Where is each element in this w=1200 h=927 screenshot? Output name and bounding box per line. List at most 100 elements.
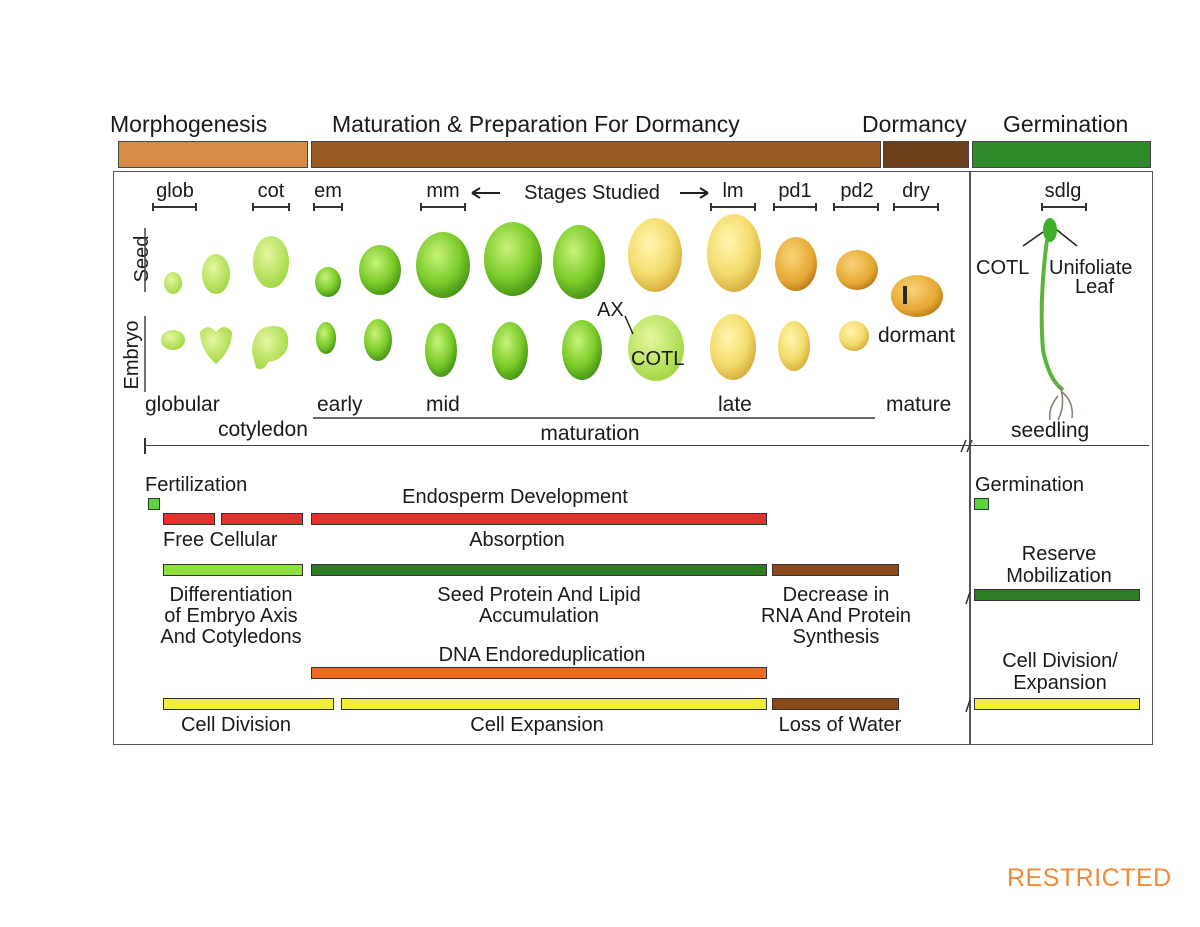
stage-pd1: pd1 <box>778 180 812 202</box>
process-cell-division: Cell Division <box>180 714 292 736</box>
bar-protein-lipid <box>311 564 767 576</box>
bracket-em <box>313 203 343 211</box>
bar-cell-division <box>163 698 334 710</box>
embryo-mid-2 <box>492 322 528 380</box>
phase-bar-morphogenesis <box>118 141 308 168</box>
process-protein-1: Seed Protein And Lipid <box>437 584 641 606</box>
stages-studied: Stages Studied <box>524 182 660 204</box>
label-unifoliate: Unifoliate <box>1049 257 1133 279</box>
bar-reserve-mobilization <box>974 589 1140 601</box>
stage-mm: mm <box>426 180 460 202</box>
phase-bar-dormancy <box>883 141 969 168</box>
process-cde-2: Expansion <box>1013 672 1107 694</box>
timeline-axis <box>145 445 1149 446</box>
seed-pd2 <box>836 250 878 290</box>
bar-loss-water <box>772 698 899 710</box>
bracket-cot <box>252 203 290 211</box>
timeline-cotyledon: cotyledon <box>218 418 308 441</box>
bracket-mm <box>420 203 466 211</box>
process-decrease-1: Decrease in <box>782 584 890 606</box>
seed-glob-2 <box>202 254 230 294</box>
diagram-frame <box>113 171 1153 745</box>
process-diff-2: of Embryo Axis <box>164 605 298 627</box>
embryo-mid-late <box>562 320 602 380</box>
process-endosperm: Endosperm Development <box>402 486 628 508</box>
process-cde-1: Cell Division/ <box>1002 650 1118 672</box>
process-decrease-3: Synthesis <box>792 626 880 648</box>
bar-cell-expansion <box>341 698 767 710</box>
phase-bar-maturation <box>311 141 881 168</box>
seed-lm <box>707 214 761 292</box>
seed-pd1 <box>775 237 817 291</box>
bar-cell-division-expansion <box>974 698 1140 710</box>
process-diff-1: Differentiation <box>169 584 293 606</box>
bar-decrease-synthesis <box>772 564 899 576</box>
seed-mm-2 <box>484 222 542 296</box>
germination-marker <box>974 498 989 510</box>
bracket-lm <box>710 203 756 211</box>
stage-sdlg: sdlg <box>1044 180 1082 202</box>
embryo-early-2 <box>364 319 392 361</box>
process-reserve-2: Mobilization <box>1006 565 1112 587</box>
stage-lm: lm <box>722 180 744 202</box>
seed-glob <box>164 272 182 294</box>
restricted-label: RESTRICTED <box>1007 864 1172 892</box>
stage-glob: glob <box>156 180 194 202</box>
fertilization-marker <box>148 498 160 510</box>
label-cotl: COTL <box>631 348 685 370</box>
seedling-stem <box>1039 239 1065 392</box>
bracket-pd2 <box>833 203 879 211</box>
stage-pd2: pd2 <box>840 180 874 202</box>
seed-cot <box>253 236 289 288</box>
stage-em: em <box>314 180 342 202</box>
embryo-pd1 <box>778 321 810 371</box>
seed-mm <box>416 232 470 298</box>
phase-label-dormancy: Dormancy <box>862 111 967 137</box>
embryo-cotl <box>628 315 684 381</box>
phase-label-maturation: Maturation & Preparation For Dormancy <box>332 111 740 137</box>
bar-absorption <box>311 513 767 525</box>
embryo-early <box>316 322 336 354</box>
panel-divider <box>969 171 971 745</box>
embryo-cot <box>252 326 289 370</box>
bracket-sdlg <box>1041 203 1087 211</box>
process-free-cellular: Free Cellular <box>163 529 278 551</box>
seed-transition <box>628 218 682 292</box>
embryo-mid <box>425 323 457 377</box>
timeline-maturation: maturation <box>540 422 640 445</box>
bar-differentiation <box>163 564 303 576</box>
process-loss-water: Loss of Water <box>778 714 902 736</box>
bar-dna-endoreduplication <box>311 667 767 679</box>
process-absorption: Absorption <box>469 529 565 551</box>
process-cell-expansion: Cell Expansion <box>470 714 604 736</box>
seed-em-2 <box>359 245 401 295</box>
bracket-dry <box>893 203 939 211</box>
embryo-pd2 <box>839 321 869 351</box>
bracket-glob <box>152 203 197 211</box>
timeline-seedling: seedling <box>1011 419 1090 442</box>
process-decrease-2: RNA And Protein <box>760 605 912 627</box>
bar-cellular <box>221 513 303 525</box>
seed-mid-late <box>553 225 605 299</box>
process-protein-2: Accumulation <box>478 605 600 627</box>
phase-label-germination: Germination <box>1003 111 1129 137</box>
embryo-late <box>710 314 756 380</box>
embryo-glob <box>161 330 185 350</box>
bar-free <box>163 513 215 525</box>
stage-cot: cot <box>257 180 285 202</box>
process-fertilization: Fertilization <box>145 474 248 496</box>
stage-dry: dry <box>902 180 930 202</box>
timeline-early: early <box>317 393 363 416</box>
label-leaf: Leaf <box>1075 276 1114 298</box>
embryo-heart <box>200 327 232 364</box>
bracket-pd1 <box>773 203 817 211</box>
label-ax: AX <box>597 299 624 321</box>
seed-dry <box>891 275 943 317</box>
process-germination: Germination <box>975 474 1084 496</box>
phase-bar-germination <box>972 141 1151 168</box>
process-reserve-1: Reserve <box>1021 543 1097 565</box>
seed-em <box>315 267 341 297</box>
process-diff-3: And Cotyledons <box>160 626 302 648</box>
phase-label-morphogenesis: Morphogenesis <box>110 111 268 137</box>
